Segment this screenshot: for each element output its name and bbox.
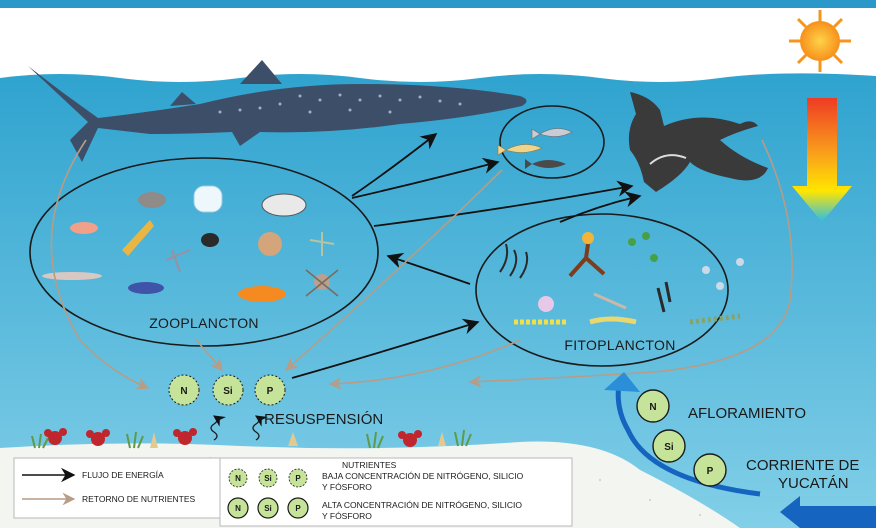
current-label-line2: YUCATÁN <box>778 475 849 492</box>
legend-low-line2: Y FÓSFORO <box>322 482 372 492</box>
upwelling-nutrient-p: P <box>707 466 714 477</box>
legend-low-line1: BAJA CONCENTRACIÓN DE NITRÓGENO, SILICIO <box>322 471 524 481</box>
zooplankton-label: ZOOPLANCTON <box>149 315 259 331</box>
legend-low-si: Si <box>264 474 272 483</box>
nutrient-n: N <box>180 386 187 397</box>
upwelling-nutrient-si: Si <box>664 442 674 453</box>
legend-high-line2: Y FÓSFORO <box>322 511 372 521</box>
nutrient-group-low: N Si P <box>169 375 285 405</box>
legend-energy-flow: FLUJO DE ENERGÍA <box>82 470 164 480</box>
sun-icon <box>789 10 851 72</box>
legend-high-n: N <box>235 504 241 513</box>
legend: FLUJO DE ENERGÍA RETORNO DE NUTRIENTES N… <box>14 458 572 526</box>
legend-high-si: Si <box>264 504 272 513</box>
legend-high-p: P <box>295 504 301 513</box>
current-label-line1: CORRIENTE DE <box>746 457 859 474</box>
nutrient-si: Si <box>223 386 233 397</box>
nutrient-p: P <box>267 386 274 397</box>
upwelling-label: AFLORAMIENTO <box>688 405 806 422</box>
legend-nutrient-return: RETORNO DE NUTRIENTES <box>82 494 196 504</box>
top-border <box>0 0 876 8</box>
legend-low-n: N <box>235 474 241 483</box>
legend-low-p: P <box>295 474 301 483</box>
legend-nutrients-title: NUTRIENTES <box>342 460 397 470</box>
phytoplankton-label: FITOPLANCTON <box>564 337 675 353</box>
resuspension-label: RESUSPENSIÓN <box>264 411 383 428</box>
legend-high-line1: ALTA CONCENTRACIÓN DE NITRÓGENO, SILICIO <box>322 500 522 510</box>
upwelling-nutrient-n: N <box>649 402 656 413</box>
